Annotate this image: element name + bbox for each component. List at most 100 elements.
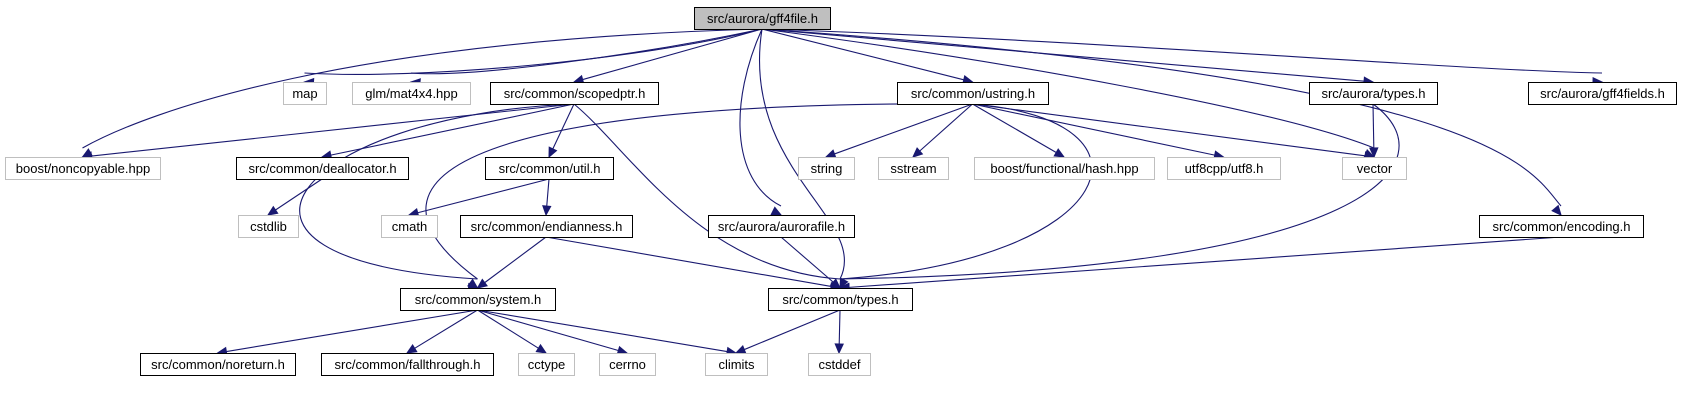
node-climits: climits: [705, 353, 768, 376]
node-ustring[interactable]: src/common/ustring.h: [897, 82, 1049, 105]
node-box: [808, 353, 871, 376]
node-label: src/common/fallthrough.h: [335, 357, 481, 372]
arrowhead-icon: [548, 146, 558, 159]
node-box: [768, 288, 913, 311]
node-label: string: [811, 161, 843, 176]
arrowhead-icon: [824, 149, 837, 159]
edge-line: [761, 28, 1365, 82]
edge-line: [972, 103, 1057, 153]
node-box: [708, 215, 855, 238]
node-util[interactable]: src/common/util.h: [485, 157, 614, 180]
edges-layer: [81, 28, 1604, 357]
node-endianness[interactable]: src/common/endianness.h: [460, 215, 633, 238]
edge-line: [759, 28, 846, 280]
edge-line: [91, 103, 575, 157]
edge-line: [546, 178, 550, 207]
edge-line: [839, 103, 1400, 280]
node-box: [878, 157, 949, 180]
edge-scopedptr-to-util: [548, 103, 575, 159]
node-label: src/common/encoding.h: [1492, 219, 1630, 234]
edge-aurora-types-to-vector: [1369, 103, 1379, 159]
node-box: [798, 157, 855, 180]
node-box: [460, 215, 633, 238]
edge-util-to-endianness: [542, 178, 552, 217]
edge-line: [1372, 103, 1375, 149]
node-vector: vector: [1342, 157, 1407, 180]
edge-aurorafile-to-common-types: [780, 236, 841, 289]
arrowhead-icon: [1053, 148, 1066, 158]
node-box: [694, 7, 831, 30]
edge-line: [780, 236, 834, 283]
node-system[interactable]: src/common/system.h: [400, 288, 556, 311]
node-fallthrough[interactable]: src/common/fallthrough.h: [321, 353, 494, 376]
edge-line: [839, 103, 1093, 280]
node-label: boost/noncopyable.hpp: [16, 161, 150, 176]
arrowhead-icon: [542, 205, 552, 217]
arrowhead-icon: [1369, 147, 1379, 159]
edge-scopedptr-to-deallocator: [320, 103, 575, 160]
node-label: cctype: [528, 357, 566, 372]
node-label: src/aurora/types.h: [1321, 86, 1425, 101]
edge-line: [417, 178, 550, 214]
node-scopedptr[interactable]: src/common/scopedptr.h: [490, 82, 659, 105]
edge-system-to-fallthrough: [405, 309, 478, 354]
node-gff4fields[interactable]: src/aurora/gff4fields.h: [1528, 82, 1677, 105]
edge-line: [275, 178, 323, 211]
edge-system-to-noreturn: [216, 309, 478, 357]
node-box: [1167, 157, 1281, 180]
node-boost-hash: boost/functional/hash.hpp: [974, 157, 1155, 180]
edge-line: [761, 28, 964, 81]
edge-endianness-to-common-types: [545, 236, 842, 292]
node-box: [1342, 157, 1407, 180]
node-box: [490, 82, 659, 105]
edge-line: [834, 103, 973, 155]
node-label: src/common/util.h: [499, 161, 601, 176]
arrowhead-icon: [734, 344, 747, 354]
node-aurorafile[interactable]: src/aurora/aurorafile.h: [708, 215, 855, 238]
node-box: [140, 353, 296, 376]
node-label: cstdlib: [250, 219, 287, 234]
edge-line: [848, 236, 1562, 288]
node-box: [599, 353, 656, 376]
node-box: [1528, 82, 1677, 105]
node-box: [1479, 215, 1644, 238]
edge-line: [761, 28, 1375, 149]
node-label: cstddef: [819, 357, 861, 372]
node-noreturn[interactable]: src/common/noreturn.h: [140, 353, 296, 376]
arrowhead-icon: [476, 278, 488, 289]
edge-line: [484, 236, 547, 284]
node-box: [1309, 82, 1438, 105]
edge-root-to-encoding: [761, 28, 1562, 216]
node-label: cerrno: [609, 357, 646, 372]
arrowhead-icon: [829, 278, 841, 289]
edge-line: [82, 28, 763, 149]
node-label: src/aurora/aurorafile.h: [718, 219, 845, 234]
node-noncopyable: boost/noncopyable.hpp: [5, 157, 161, 180]
node-deallocator[interactable]: src/common/deallocator.h: [236, 157, 409, 180]
edge-root-to-vector: [761, 28, 1376, 158]
node-encoding[interactable]: src/common/encoding.h: [1479, 215, 1644, 238]
node-label: map: [292, 86, 317, 101]
node-label: cmath: [392, 219, 427, 234]
edge-root-to-aurorafile: [739, 28, 783, 216]
edge-ustring-to-system: [425, 103, 973, 289]
edge-root-to-gff4fields: [761, 28, 1604, 87]
node-label: src/aurora/gff4file.h: [707, 11, 818, 26]
arrowhead-icon: [770, 206, 783, 216]
arrowhead-icon: [839, 277, 849, 290]
node-common-types[interactable]: src/common/types.h: [768, 288, 913, 311]
edge-aurora-types-to-common-types: [838, 103, 1400, 293]
node-root[interactable]: src/aurora/gff4file.h: [694, 7, 831, 30]
node-box: [485, 157, 614, 180]
node-aurora-types[interactable]: src/aurora/types.h: [1309, 82, 1438, 105]
node-label: src/common/deallocator.h: [248, 161, 396, 176]
edge-line: [573, 103, 841, 280]
edge-line: [919, 103, 973, 152]
edge-common-types-to-climits: [734, 309, 841, 354]
node-utf8cpp: utf8cpp/utf8.h: [1167, 157, 1281, 180]
node-box: [974, 157, 1155, 180]
arrowhead-icon: [1551, 204, 1562, 216]
node-cmath: cmath: [381, 215, 438, 238]
edge-line: [545, 236, 832, 288]
edge-root-to-map: [303, 28, 763, 88]
